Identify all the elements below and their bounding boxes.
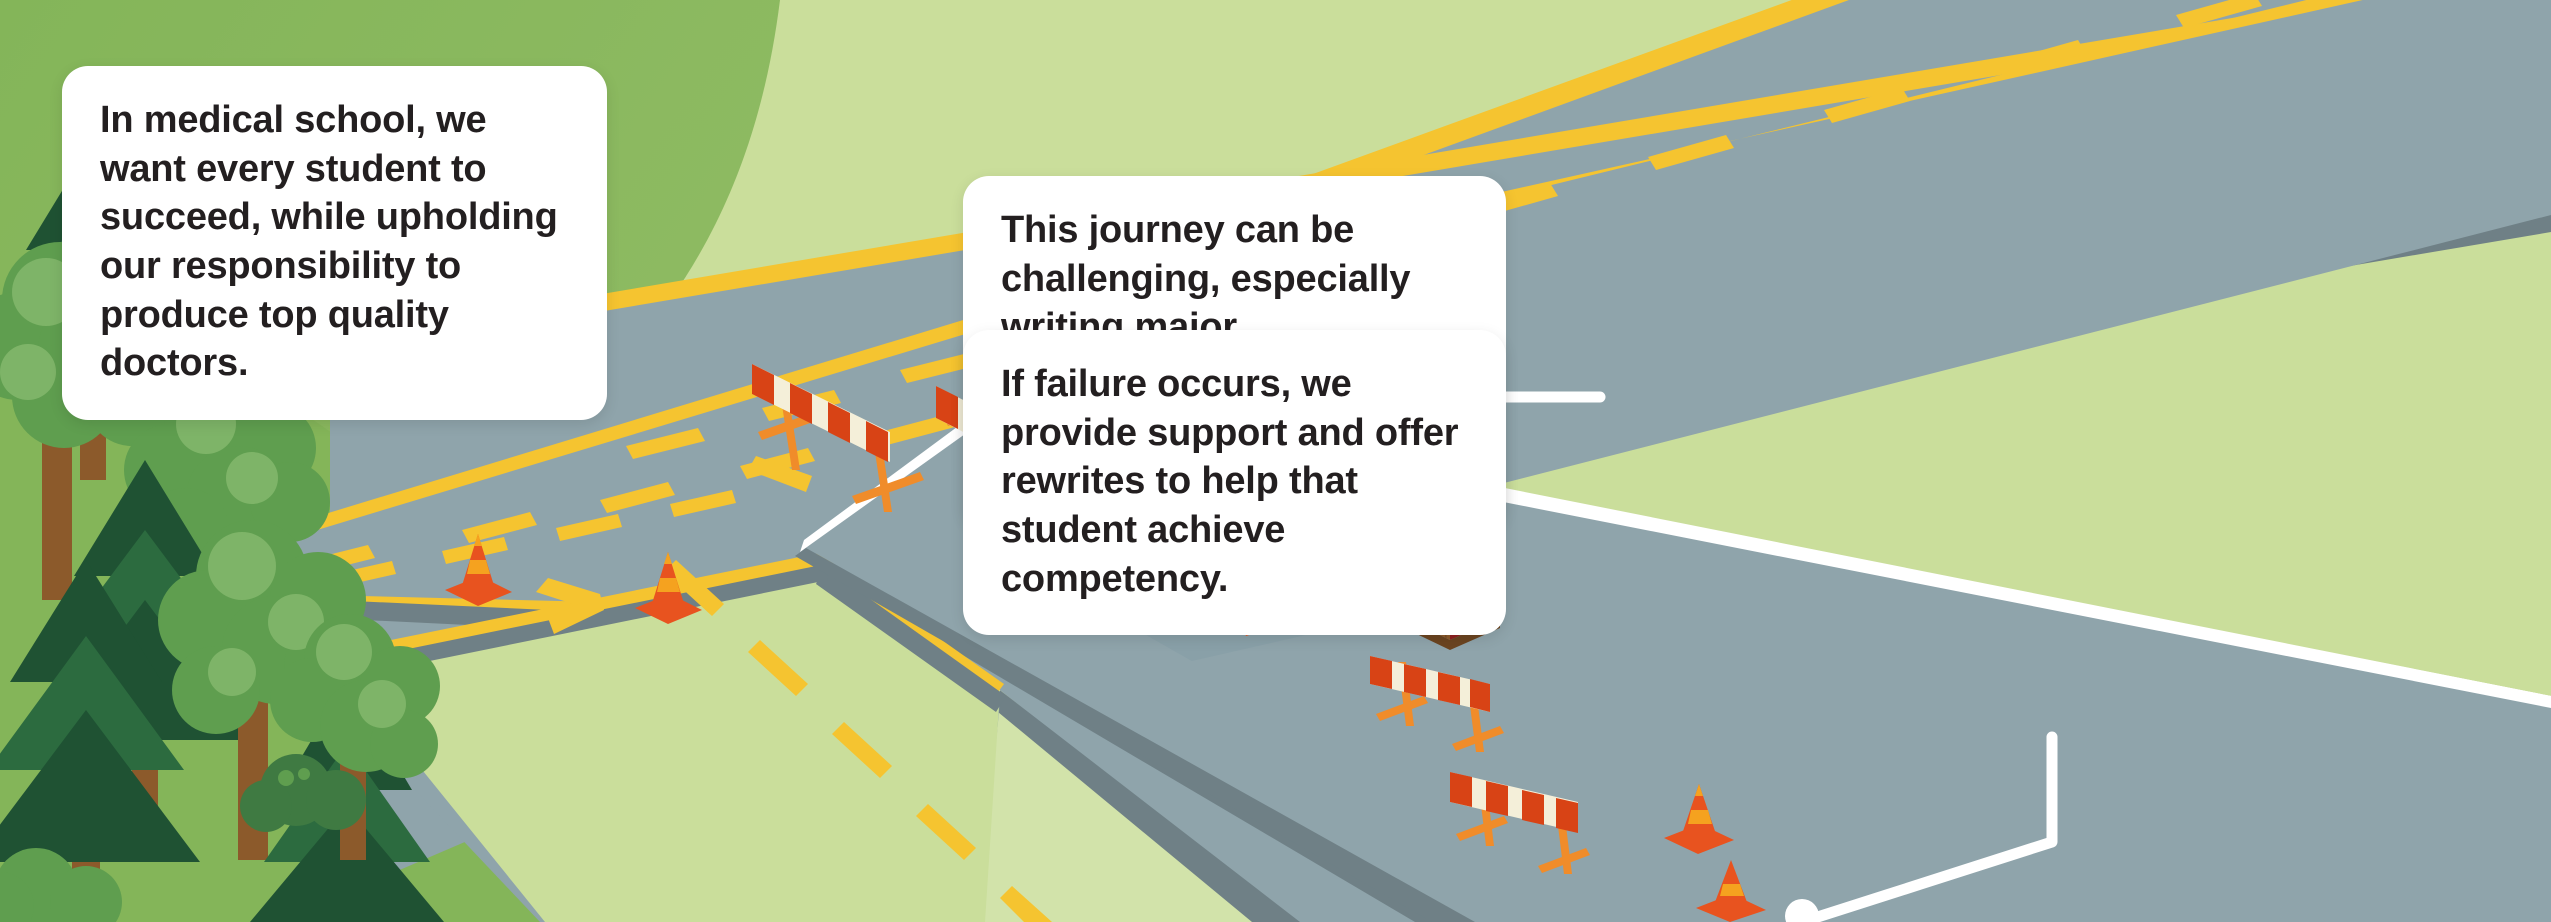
fork-void-curb-right [816,566,1006,712]
barricade-c-foot-2 [1452,726,1504,751]
barricade-a-board [752,364,890,462]
callout-intro: In medical school, we want every student… [62,66,607,420]
pine-2-tier-3 [74,460,216,576]
pine-4-tier-1 [250,806,444,922]
branch-road-curb-bottom [795,548,1475,922]
fork-void-grass [335,560,1000,922]
callout-support: If failure occurs, we provide support an… [963,330,1506,636]
lane-dashes-spur [664,456,1052,922]
cone-3-tip [1695,784,1703,796]
barricade-d-board [1450,772,1578,832]
connector-dot-callout-3 [1785,899,1819,922]
callout-intro-text: In medical school, we want every student… [100,99,558,385]
striped-road-barricade-c [1370,656,1504,752]
cone-3-stripe [1688,810,1712,824]
traffic-cone-1 [445,534,512,606]
cone-2-tip [664,552,672,564]
traffic-cone-2 [635,552,702,624]
barricade-c-stripes [1370,656,1490,712]
cone-1-stripe [467,560,490,574]
branch-road-white-left [800,393,1007,552]
broadleaf-4-canopy-light [316,624,406,728]
barricade-d-stripes [1450,772,1578,833]
pine-3-tier-2 [0,636,184,770]
lane-chevron-arrow [536,578,604,634]
broadleaf-3-canopy-light [208,532,324,696]
cone-2-stripe [657,578,680,592]
cone-1-tip [474,534,482,546]
barricade-a-foot-2 [852,472,924,504]
barricade-a-legs [780,392,800,470]
booth-base [1350,592,1500,650]
broadleaf-tree-4 [270,614,440,860]
barricade-c-foot-1 [1376,696,1428,721]
pine-3-tier-3 [10,560,162,682]
striped-road-barricade-a [752,364,924,512]
bush-1 [240,754,366,832]
striped-road-barricade-d [1450,772,1590,874]
pine-tree-3 [0,560,200,922]
traffic-cone-4 [1696,860,1766,922]
traffic-cone-3 [1664,784,1734,854]
barricade-a-stripes [752,364,888,462]
bush-2 [0,848,122,922]
connector-callout-3 [1785,731,2058,922]
barricade-d-foot-1 [1456,816,1508,841]
pine-3-tier-1 [0,710,200,862]
cone-4-stripe [1720,884,1744,896]
barricade-d-foot-2 [1538,848,1590,873]
callout-support-text: If failure occurs, we provide support an… [1001,363,1459,600]
